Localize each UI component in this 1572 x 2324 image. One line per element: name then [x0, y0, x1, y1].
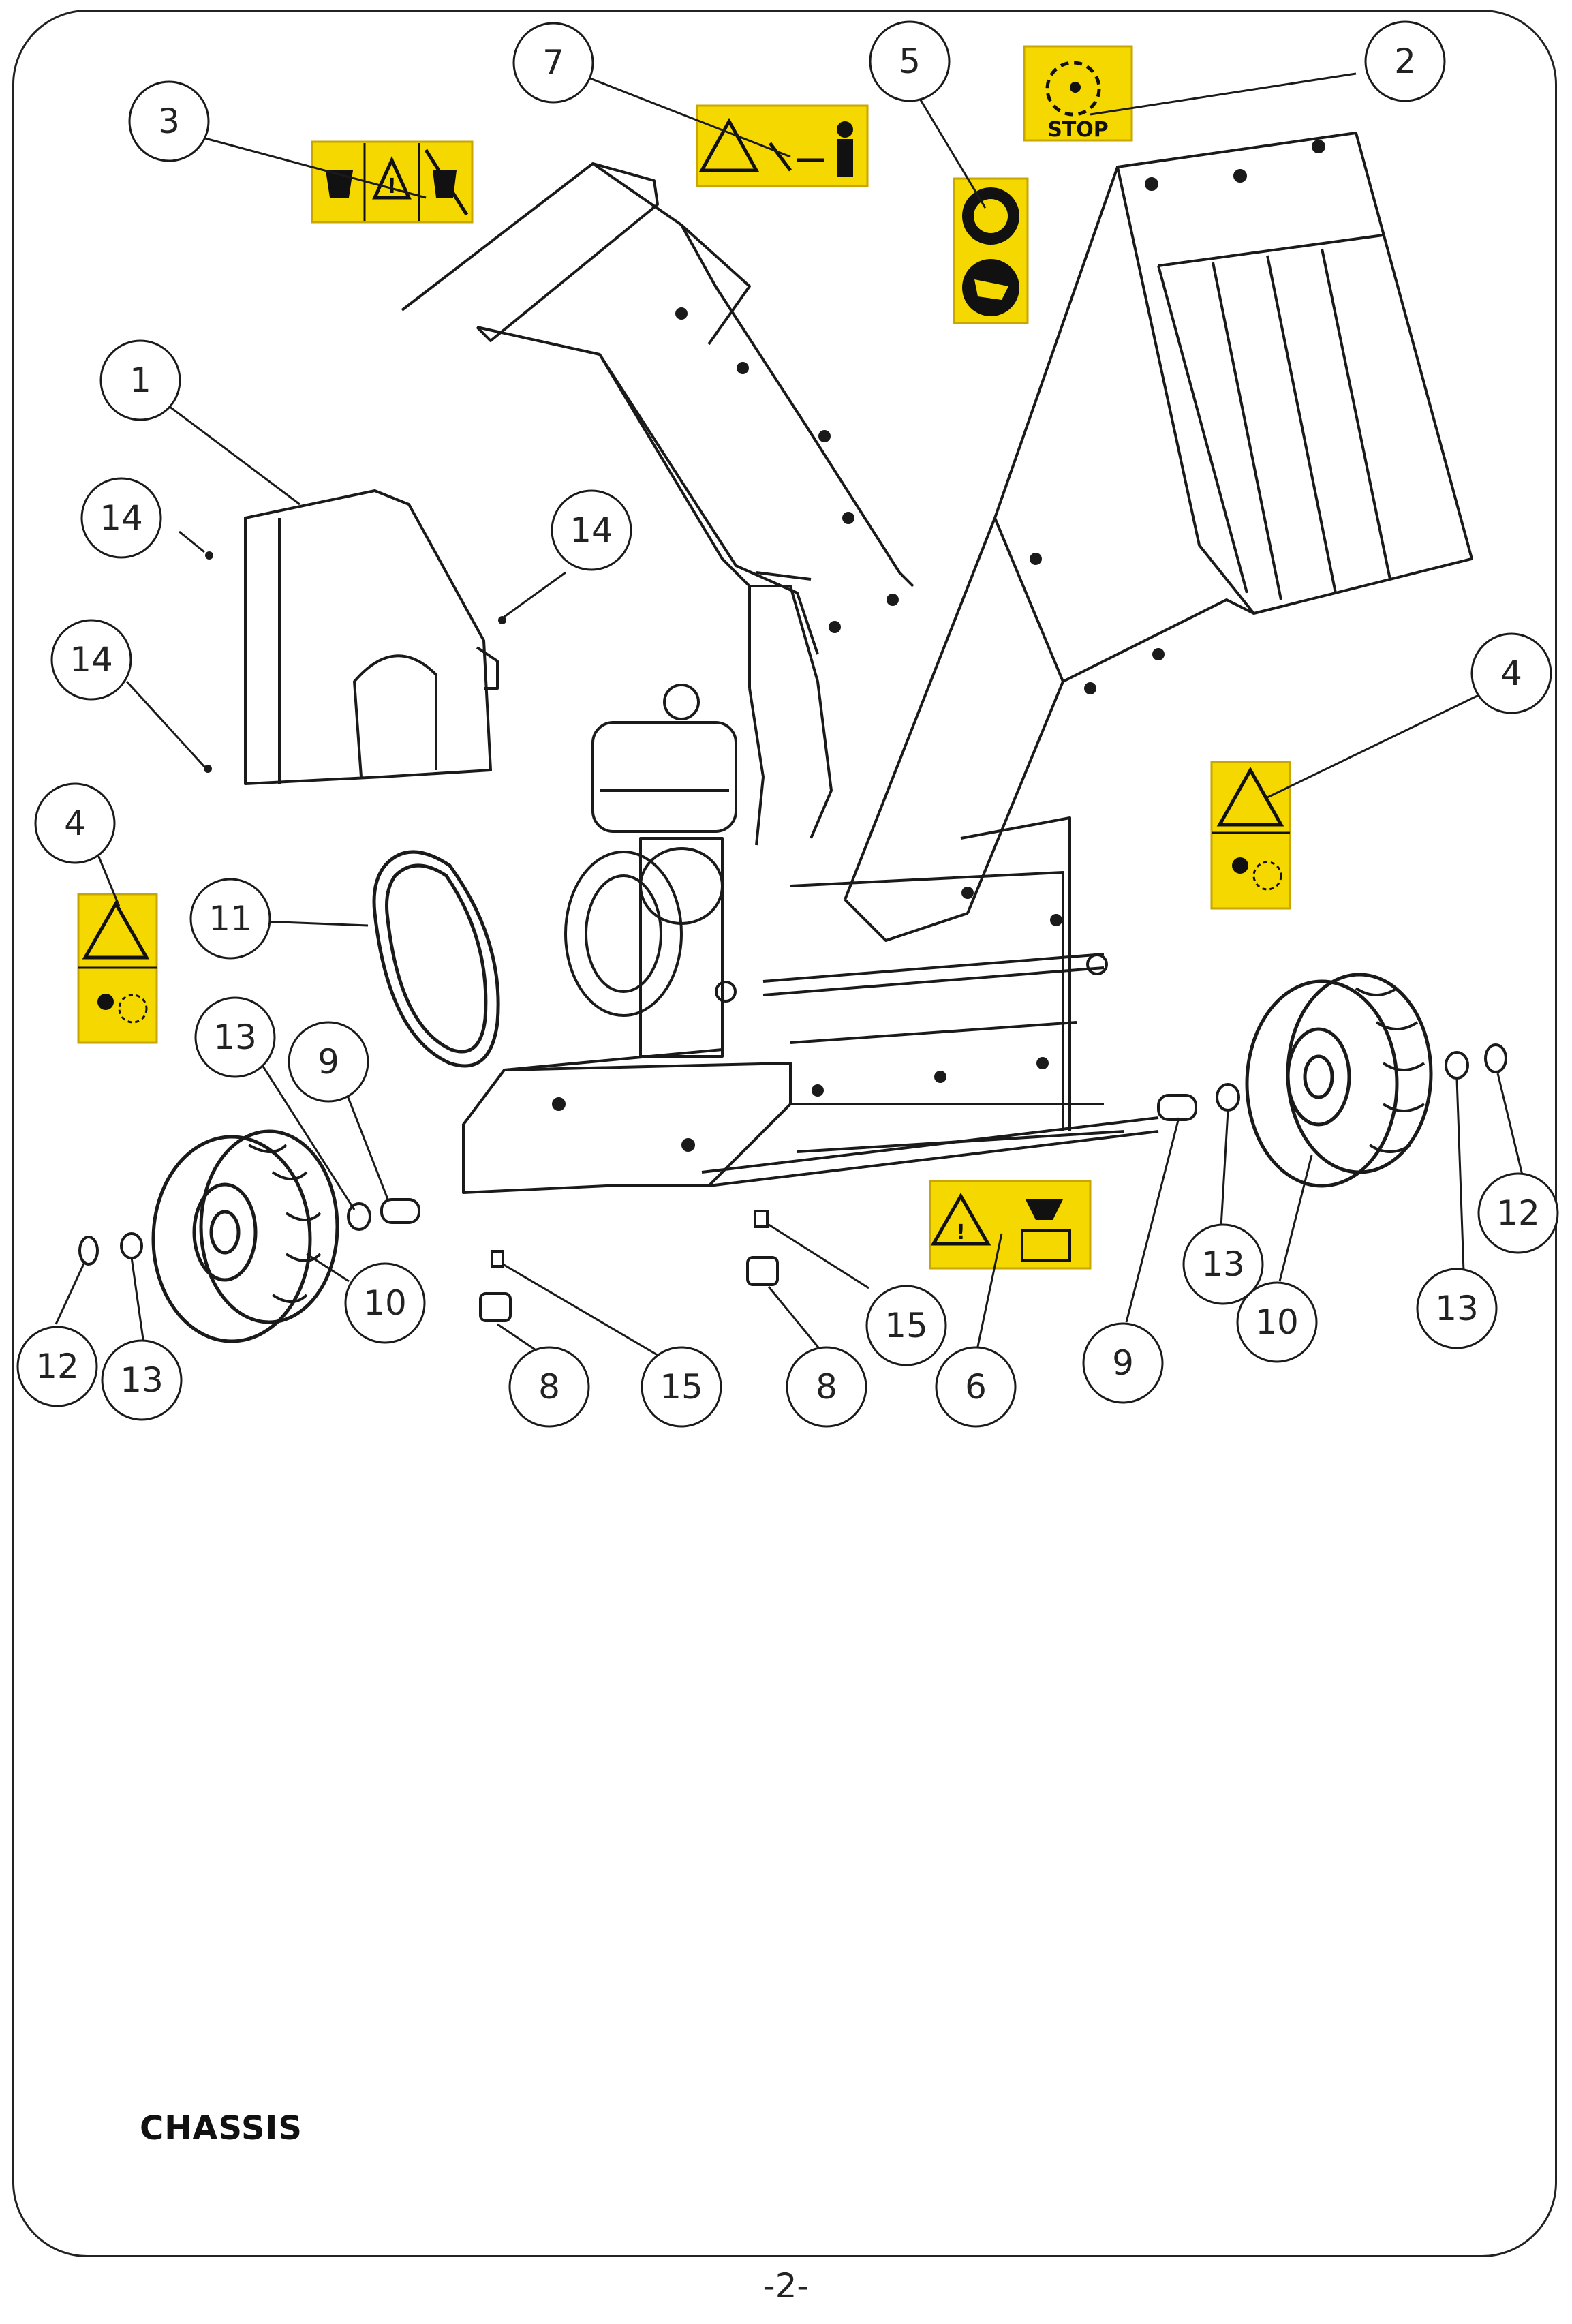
callout-4: 4: [1470, 632, 1552, 714]
callout-label: 13: [213, 1018, 257, 1057]
callout-3: 3: [128, 80, 210, 162]
decal-part-3: !: [311, 140, 474, 224]
screw-part-14: [204, 765, 212, 773]
callout-11: 11: [189, 878, 271, 960]
clip-part-12: [1484, 1043, 1507, 1073]
callout-label: 12: [1496, 1193, 1540, 1233]
engine: [564, 684, 737, 1058]
callout-8: 8: [508, 1346, 590, 1428]
callout-1: 1: [99, 339, 181, 421]
chassis-frame: [462, 816, 1159, 1194]
callout-12: 12: [1477, 1172, 1559, 1254]
callout-label: 4: [64, 804, 86, 843]
callout-label: 12: [35, 1347, 79, 1386]
svg-text:!: !: [387, 174, 397, 198]
clip-part-12: [78, 1236, 99, 1266]
callout-label: 8: [538, 1367, 560, 1407]
callout-label: 13: [120, 1360, 164, 1400]
section-title: CHASSIS: [140, 2109, 303, 2147]
washer-part-13: [1445, 1051, 1469, 1080]
callout-7: 7: [512, 22, 594, 104]
discharge-chute: [401, 162, 914, 688]
callout-label: 7: [542, 43, 564, 82]
screw-part-14: [498, 616, 506, 624]
page-number: -2-: [762, 2266, 810, 2306]
callout-9: 9: [288, 1021, 369, 1103]
callout-13: 13: [1416, 1268, 1498, 1349]
callout-label: 4: [1500, 654, 1522, 693]
belt-guard-part-1: [244, 489, 499, 785]
washer-part-13: [120, 1232, 143, 1259]
callout-4: 4: [34, 782, 116, 864]
callout-label: 15: [884, 1306, 928, 1345]
callout-label: 9: [318, 1042, 339, 1082]
spacer-part-9: [1157, 1094, 1197, 1121]
drive-belt-part-11: [372, 850, 500, 1068]
decal-part-6: !: [929, 1180, 1092, 1270]
wheel-left-part-10: [151, 1129, 339, 1343]
decal-part-4-right: [1210, 761, 1291, 910]
feed-hopper: [844, 132, 1473, 942]
callout-5: 5: [869, 20, 951, 102]
callout-label: 2: [1394, 42, 1416, 81]
callout-10: 10: [1236, 1281, 1318, 1363]
decal-part-2: STOP: [1023, 45, 1133, 142]
callout-13: 13: [1182, 1223, 1264, 1305]
screw-part-14: [205, 551, 213, 560]
callout-6: 6: [935, 1346, 1017, 1428]
callout-13: 13: [194, 996, 276, 1078]
callout-label: 9: [1112, 1343, 1134, 1383]
bolt-part-15: [491, 1250, 504, 1268]
svg-text:!: !: [956, 1221, 966, 1244]
callout-label: 11: [209, 899, 252, 938]
callout-label: 6: [965, 1367, 987, 1407]
bolt-part-15: [754, 1210, 769, 1228]
support-column: [748, 571, 833, 846]
callout-label: 15: [660, 1367, 703, 1407]
callout-8: 8: [786, 1346, 867, 1428]
callout-label: 1: [129, 361, 151, 400]
decal-part-4-left: [77, 893, 158, 1044]
callout-14: 14: [80, 477, 162, 559]
washer-part-13: [1216, 1083, 1240, 1112]
callout-15: 15: [641, 1346, 722, 1428]
callout-13: 13: [101, 1339, 183, 1421]
callouts: 7 5 2 3 1 14 14 14 4 4 11 13 9 10 12 13 …: [16, 20, 1559, 1428]
callout-label: 14: [570, 510, 613, 550]
callout-2: 2: [1364, 20, 1446, 102]
callout-label: 8: [816, 1367, 837, 1407]
washer-part-13: [347, 1202, 371, 1231]
spacer-part-9: [380, 1198, 420, 1224]
page-border: [12, 10, 1557, 2257]
callout-15: 15: [865, 1285, 947, 1366]
leader-lines: [55, 72, 1525, 1358]
stop-label: STOP: [1047, 118, 1109, 142]
callout-label: 10: [363, 1283, 407, 1323]
bushing-part-8: [746, 1256, 779, 1286]
callout-9: 9: [1082, 1322, 1164, 1404]
callout-label: 14: [99, 498, 143, 538]
wheel-right-part-10: [1245, 973, 1433, 1188]
chipper-machine: [401, 132, 1473, 1194]
small-parts: [78, 1043, 1507, 1322]
callout-14: 14: [551, 489, 632, 571]
callout-label: 3: [158, 102, 180, 141]
decal-part-7: [696, 104, 869, 187]
callout-12: 12: [16, 1326, 98, 1407]
callout-label: 14: [70, 640, 113, 679]
callout-label: 13: [1435, 1289, 1479, 1328]
bushing-part-8: [479, 1292, 512, 1322]
callout-label: 10: [1255, 1302, 1299, 1342]
callout-label: 13: [1201, 1244, 1245, 1284]
callout-label: 5: [899, 42, 921, 81]
decal-part-5: [953, 177, 1029, 324]
callout-10: 10: [344, 1262, 426, 1344]
callout-14: 14: [50, 619, 132, 701]
